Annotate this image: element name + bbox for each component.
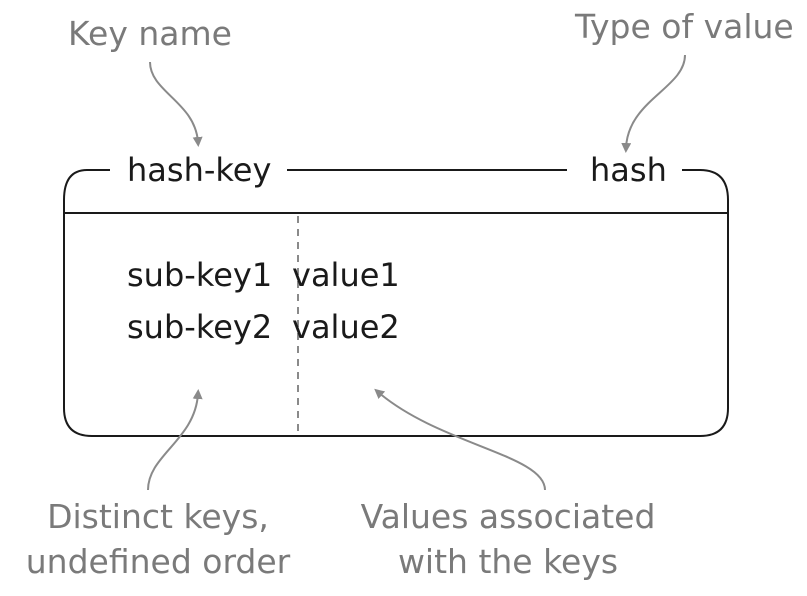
type-of-value-annotation: Type of value (574, 7, 794, 46)
type-of-value-arrow (621, 54, 686, 153)
entry-2-sub-key: sub-key2 (127, 308, 272, 346)
distinct-keys-annotation-line2: undefined order (26, 542, 291, 581)
values-associated-annotation-line1: Values associated (361, 497, 656, 536)
entry-1-sub-key: sub-key1 (127, 256, 272, 294)
entry-1-value: value1 (292, 256, 400, 294)
box-value-type: hash (590, 151, 667, 189)
entry-2-value: value2 (292, 308, 400, 346)
distinct-keys-annotation-line1: Distinct keys, (47, 497, 269, 536)
box-key-name: hash-key (127, 151, 271, 189)
box-right-top-segment (682, 169, 729, 437)
box-left-top-segment (63, 169, 110, 437)
values-associated-annotation-line2: with the keys (398, 542, 618, 581)
key-name-annotation: Key name (68, 14, 232, 53)
values-associated-arrow (374, 388, 546, 491)
distinct-keys-arrow (147, 389, 203, 491)
key-name-arrow (149, 61, 203, 147)
